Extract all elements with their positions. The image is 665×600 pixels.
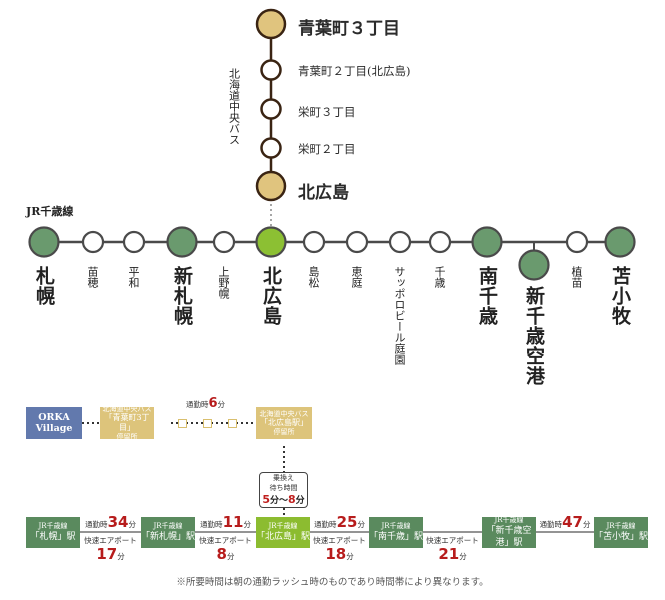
station-label: 苫小牧: [609, 266, 631, 326]
intermediate-stop-marker: [228, 419, 237, 428]
bus-stop-line: 北海道中央バス: [259, 409, 309, 418]
jr-station-name: 「新千歳空港」駅: [486, 526, 532, 549]
express-label: 快速エアポート: [199, 536, 252, 545]
station-marker-major: [166, 226, 198, 258]
bus-stop-label: 栄町２丁目: [298, 142, 356, 156]
station-label: 北広島: [260, 266, 282, 326]
bus-stop-suffix: 停留所: [116, 432, 138, 441]
station-label: 千歳: [433, 266, 446, 288]
station-marker: [388, 230, 412, 254]
station-marker: [122, 230, 146, 254]
express-time: 21分: [438, 545, 467, 563]
bus-stop-label: 栄町３丁目: [298, 105, 356, 119]
express-time: 17分: [96, 545, 125, 563]
jr-station-name: 「南千歳」駅: [369, 532, 424, 543]
express-label: 快速エアポート: [426, 536, 479, 545]
station-marker: [428, 230, 452, 254]
rail-line-label: JR千歳線: [26, 205, 74, 218]
jr-station-name: 「苫小牧」駅: [594, 532, 649, 543]
express-label: 快速エアポート: [84, 536, 137, 545]
jr-line: JR千歳線: [381, 521, 411, 530]
footnote: ※所要時間は朝の通勤ラッシュ時のものであり時間帯により異なります。: [176, 577, 489, 588]
station-marker-major: [471, 226, 503, 258]
jr-station-box: JR千歳線 「新札幌」駅: [141, 517, 195, 548]
bus-stop-major-marker: [255, 170, 287, 202]
station-marker-major: [518, 249, 550, 281]
origin-box: ORKA Village: [26, 407, 82, 439]
jr-station-box: JR千歳線 「札幌」駅: [26, 517, 80, 548]
station-marker: [345, 230, 369, 254]
transfer-wait-box: 乗換え 待ち時間 5分〜8分: [259, 472, 308, 508]
jr-line: JR千歳線: [153, 521, 183, 530]
time-prefix: 通勤時: [186, 400, 209, 409]
jr-station-box-current: JR千歳線 「北広島」駅: [256, 517, 310, 548]
bus-stop-marker: [260, 137, 282, 159]
station-label: サッポロビール庭園: [393, 266, 406, 365]
origin-label: ORKA Village: [35, 412, 73, 434]
station-label: 上野幌: [217, 266, 230, 299]
express-time: 18分: [325, 545, 354, 563]
station-marker-major: [604, 226, 636, 258]
jr-line: JR千歳線: [268, 521, 298, 530]
transfer-label: 乗換え: [273, 474, 294, 483]
express-label: 快速エアポート: [313, 536, 366, 545]
bus-stop-suffix: 停留所: [273, 427, 295, 436]
jr-station-box: JR千歳線 「苫小牧」駅: [594, 517, 648, 548]
intermediate-stop-marker: [203, 419, 212, 428]
bus-stop-label: 青葉町２丁目(北広島): [298, 64, 411, 78]
station-marker: [565, 230, 589, 254]
bus-line-label: 北海道中央バス: [227, 68, 241, 145]
commute-time: 通勤時47分: [539, 513, 591, 531]
jr-line: JR千歳線: [606, 521, 636, 530]
bus-stop-marker: [260, 59, 282, 81]
bus-stop-name: 「北広島駅」: [260, 418, 308, 428]
jr-station-name: 「新札幌」駅: [141, 532, 196, 543]
station-marker: [302, 230, 326, 254]
station-label: 恵庭: [350, 266, 363, 288]
bus-stop-label: 青葉町３丁目: [298, 19, 400, 39]
station-label: 札幌: [33, 266, 55, 306]
time-unit: 分: [217, 400, 226, 409]
station-marker: [81, 230, 105, 254]
station-marker-current: [255, 226, 287, 258]
station-label: 苗穂: [86, 266, 99, 288]
intermediate-stop-marker: [178, 419, 187, 428]
commute-time: 通勤時25分: [314, 513, 365, 531]
station-label: 植苗: [570, 266, 583, 288]
jr-line: JR千歳線: [38, 521, 68, 530]
bus-stop-major-marker: [255, 8, 287, 40]
wait-label: 待ち時間: [269, 483, 298, 492]
bus-stop-label: 北広島: [298, 183, 349, 203]
station-label: 平和: [127, 266, 140, 288]
station-marker-major: [28, 226, 60, 258]
bus-stop-line: 北海道中央バス: [102, 405, 152, 414]
jr-station-name: 「札幌」駅: [30, 532, 76, 543]
bus-time-label: 通勤時6分: [186, 396, 225, 411]
bus-stop-box-from: 北海道中央バス 「青葉町3丁目」 停留所: [100, 405, 154, 441]
station-label: 新札幌: [171, 266, 193, 326]
express-time: 8分: [216, 545, 235, 563]
station-label: 新千歳空港: [523, 286, 545, 386]
wait-time: 5分〜8分: [262, 492, 305, 506]
bus-stop-box-to: 北海道中央バス 「北広島駅」 停留所: [256, 407, 312, 439]
station-label: 南千歳: [476, 266, 498, 326]
bus-stop-marker: [260, 98, 282, 120]
jr-station-name: 「北広島」駅: [256, 532, 311, 543]
time-value: 6: [208, 396, 218, 411]
jr-line: JR千歳線: [494, 515, 524, 524]
commute-time: 通勤時11分: [200, 513, 251, 531]
station-label: 島松: [307, 266, 320, 288]
bus-stop-name: 「青葉町3丁目」: [104, 413, 150, 432]
commute-time: 通勤時34分: [85, 513, 136, 531]
jr-station-box: JR千歳線 「新千歳空港」駅: [482, 515, 536, 549]
jr-station-box: JR千歳線 「南千歳」駅: [369, 517, 423, 548]
station-marker: [212, 230, 236, 254]
